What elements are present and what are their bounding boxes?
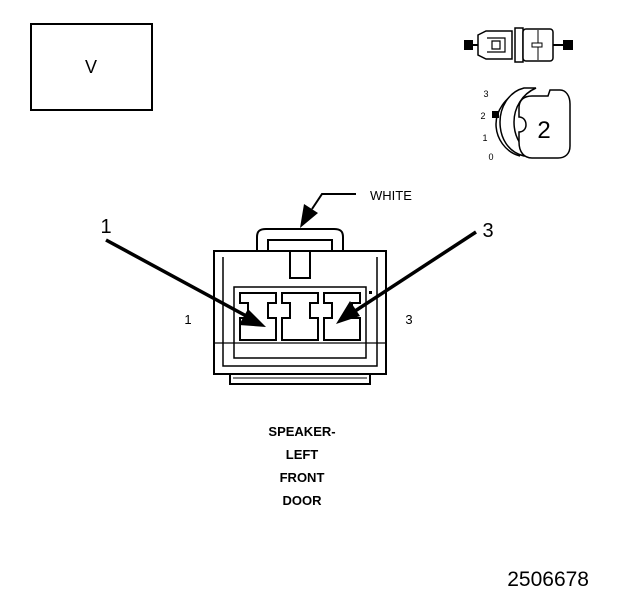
callout-arrow-1: 1	[100, 216, 266, 327]
connector-face: 1 3	[184, 228, 413, 385]
callout-number-1: 1	[100, 216, 111, 238]
color-callout: WHITE	[300, 188, 412, 228]
description-line-2: LEFT	[286, 447, 319, 462]
view-box-frame	[30, 23, 153, 111]
view-letter: V	[85, 57, 97, 77]
connector-key-slot	[267, 239, 333, 252]
callout-arrowhead-1	[239, 309, 266, 327]
callout-arrowhead-3	[336, 301, 360, 324]
connector-key-post	[289, 250, 311, 279]
male-connector-body	[477, 30, 513, 60]
position-tick-2: 2	[480, 111, 485, 121]
position-indicator: 2	[537, 117, 550, 144]
side-label-left: 1	[184, 312, 191, 327]
position-tick-0: 0	[488, 152, 493, 162]
description-line-1: SPEAKER-	[268, 424, 335, 439]
terminal-cavity-2	[281, 292, 319, 341]
cavity-dot	[369, 291, 372, 294]
male-connector-latch	[487, 37, 506, 53]
description-line-3: FRONT	[280, 470, 325, 485]
position-tick-3: 3	[483, 89, 488, 99]
color-arrowhead	[300, 204, 318, 228]
male-connector-pin	[464, 40, 473, 50]
female-connector-pin	[563, 40, 573, 50]
female-connector-slot	[531, 42, 543, 48]
position-key	[518, 89, 571, 159]
figure-number: 2506678	[507, 568, 589, 591]
female-connector-collar	[514, 27, 524, 63]
connector-pair-icon	[464, 27, 573, 63]
position-marker	[492, 111, 499, 118]
callout-arrow-3: 3	[336, 220, 494, 324]
view-box: V	[30, 23, 153, 111]
callout-leader-3	[351, 230, 477, 315]
callout-number-3: 3	[482, 220, 493, 242]
side-label-right: 3	[405, 312, 412, 327]
connector-description: SPEAKER- LEFT FRONT DOOR	[268, 424, 335, 508]
connector-inner-shell	[222, 257, 378, 367]
position-scale-icon: 3 2 1 0 2	[480, 87, 571, 162]
position-tick-1: 1	[482, 133, 487, 143]
color-leader-line	[311, 193, 356, 210]
connector-base-flange	[229, 373, 371, 385]
terminal-cavity-1	[239, 292, 277, 341]
callout-leader-1	[105, 238, 251, 320]
description-line-4: DOOR	[283, 493, 323, 508]
color-label: WHITE	[370, 188, 412, 203]
